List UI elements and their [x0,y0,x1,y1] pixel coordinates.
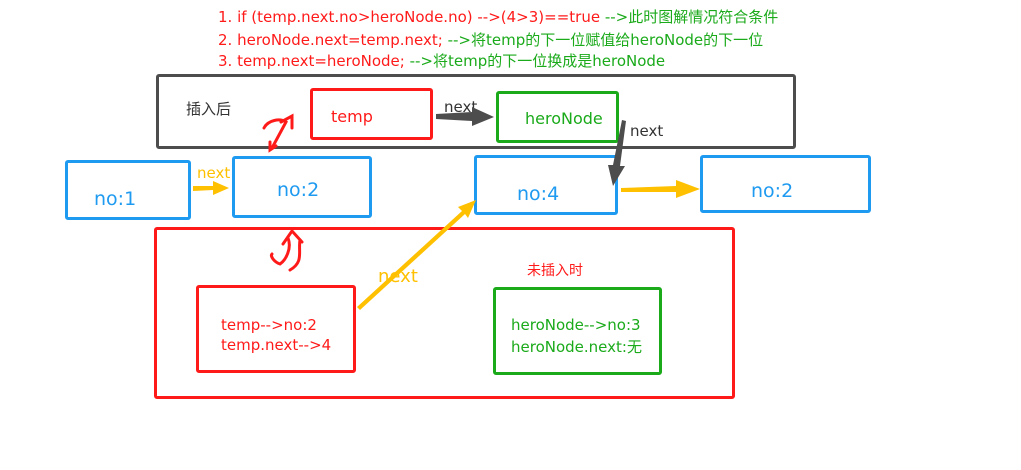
red-scribble-top-icon [262,113,294,153]
step-2-code: 2. heroNode.next=temp.next; [218,31,443,49]
orange-arrow-4-to-last [621,180,700,198]
chain-node-1: no:1 [65,160,191,220]
chain-node-2-label: no:2 [277,179,320,201]
after-hero-node: heroNode [496,91,619,143]
step-1-code: 1. if (temp.next.no>heroNode.no) -->(4>3… [218,8,601,26]
chain-node-last-label: no:2 [751,180,794,202]
chain-node-4: no:4 [474,155,618,215]
step-3: 3. temp.next=heroNode; -->将temp的下一位换成是he… [218,50,665,71]
after-hero-label: heroNode [525,109,603,128]
step-2: 2. heroNode.next=temp.next; -->将temp的下一位… [218,29,763,50]
after-temp-node: temp [310,88,433,140]
chain-node-1-label: no:1 [94,188,137,210]
step-3-comment: -->将temp的下一位换成是heroNode [404,52,666,70]
chain-node-2: no:2 [232,156,372,218]
orange-arrow-temp-to-no4 [357,200,476,310]
before-temp-line-2: temp.next-->4 [221,336,332,354]
before-hero-node: heroNode-->no:3 heroNode.next:无 [493,287,662,375]
step-1: 1. if (temp.next.no>heroNode.no) -->(4>3… [218,6,778,27]
chain-next-label: next [197,164,231,182]
before-temp-line-1: temp-->no:2 [221,316,317,334]
before-temp-node: temp-->no:2 temp.next-->4 [196,285,356,373]
step-3-code: 3. temp.next=heroNode; [218,52,405,70]
gray-arrow-temp-to-hero [436,107,494,126]
after-next-label-2: next [630,122,664,140]
before-hero-line-2: heroNode.next:无 [511,338,642,356]
before-insert-title: 未插入时 [527,263,583,279]
step-2-comment: -->将temp的下一位赋值给heroNode的下一位 [442,31,764,49]
after-next-label-1: next [444,98,478,116]
chain-node-4-label: no:4 [517,183,560,205]
after-insert-frame [156,74,796,149]
step-1-comment: -->此时图解情况符合条件 [600,8,779,26]
after-insert-title: 插入后 [186,100,232,118]
after-temp-label: temp [331,107,373,126]
chain-node-last: no:2 [700,155,871,213]
orange-arrow-1-to-2 [193,181,229,195]
before-hero-line-1: heroNode-->no:3 [511,316,641,334]
gray-arrow-hero-to-no4 [608,120,626,186]
red-scribble-bottom-icon [270,228,304,272]
